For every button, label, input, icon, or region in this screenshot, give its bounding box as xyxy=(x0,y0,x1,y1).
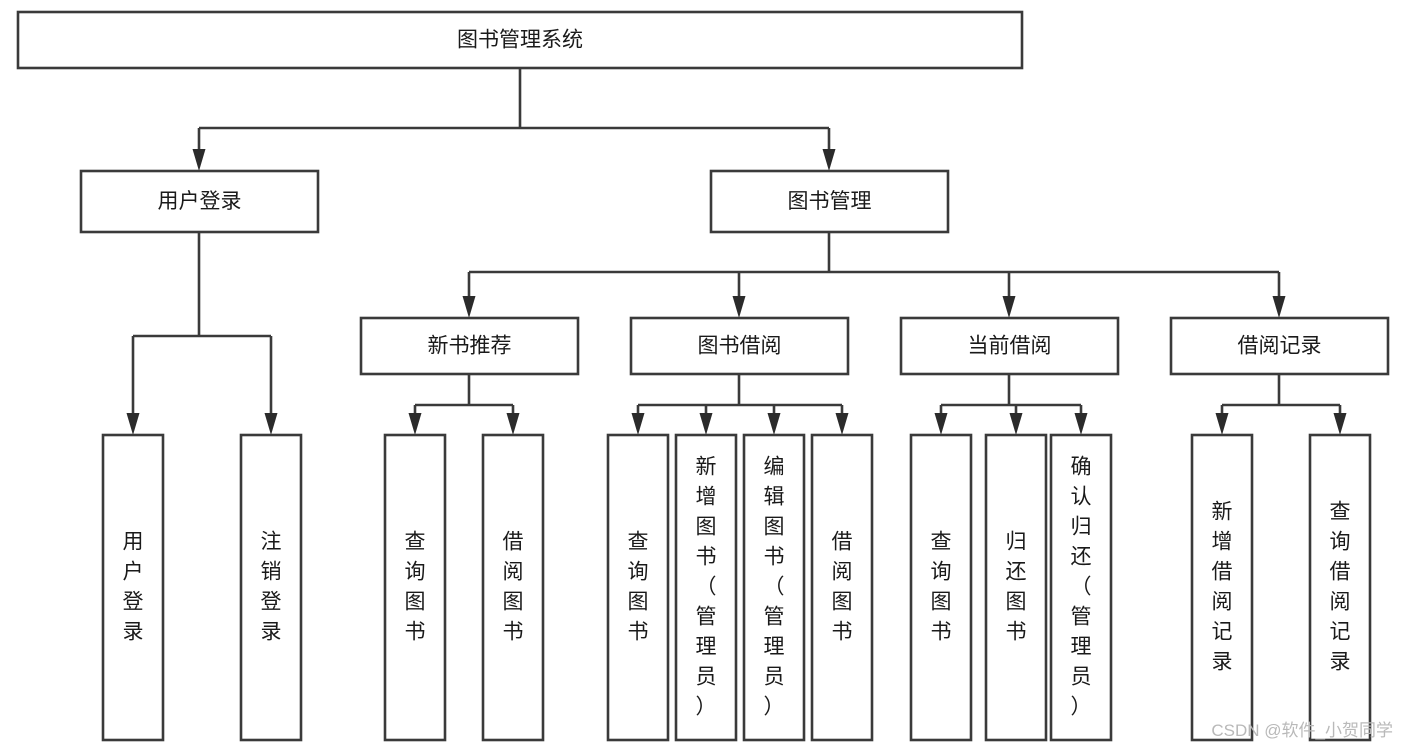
node-box-root[interactable] xyxy=(16,10,1024,70)
arrow-head-icon xyxy=(126,413,140,435)
node-leaf-add-borrow-record[interactable]: 新增借阅记录 xyxy=(1190,433,1254,742)
node-leaf-query-borrow-record[interactable]: 查询借阅记录 xyxy=(1308,433,1372,742)
node-leaf-borrow-book-rec[interactable]: 借阅图书 xyxy=(481,433,545,742)
arrow-head-icon xyxy=(732,296,746,318)
node-current-borrow[interactable]: 当前借阅 xyxy=(899,316,1120,376)
node-box-leaf-edit-book-admin[interactable] xyxy=(742,433,806,742)
node-box-leaf-borrow-book-rec[interactable] xyxy=(481,433,545,742)
node-label-new-book-recommend: 新书推荐 xyxy=(428,335,512,358)
connector-group-bookborrow-to-leaves xyxy=(631,374,849,435)
node-box-user-login[interactable] xyxy=(79,169,320,234)
node-box-current-borrow[interactable] xyxy=(899,316,1120,376)
node-label-leaf-query-book-rec: 查询图书 xyxy=(405,530,426,643)
node-leaf-user-login[interactable]: 用户登录 xyxy=(101,433,165,742)
node-label-borrow-record: 借阅记录 xyxy=(1238,335,1322,358)
arrow-head-icon xyxy=(1009,413,1023,435)
node-box-leaf-user-logout[interactable] xyxy=(239,433,303,742)
connector-group-newbook-to-leaves xyxy=(408,374,520,435)
node-label-leaf-query-book-cur: 查询图书 xyxy=(931,530,952,643)
node-label-leaf-edit-book-admin: 编辑图书（管理员） xyxy=(764,455,785,718)
node-box-new-book-recommend[interactable] xyxy=(359,316,580,376)
node-box-leaf-query-borrow-record[interactable] xyxy=(1308,433,1372,742)
node-box-leaf-borrow-book-brw[interactable] xyxy=(810,433,874,742)
node-box-leaf-query-book-rec[interactable] xyxy=(383,433,447,742)
node-box-leaf-return-book[interactable] xyxy=(984,433,1048,742)
arrow-head-icon xyxy=(192,149,206,171)
node-box-book-borrow[interactable] xyxy=(629,316,850,376)
node-book-borrow[interactable]: 图书借阅 xyxy=(629,316,850,376)
node-label-leaf-user-login: 用户登录 xyxy=(123,530,144,643)
node-label-root: 图书管理系统 xyxy=(457,29,583,52)
arrow-head-icon xyxy=(934,413,948,435)
node-leaf-user-logout[interactable]: 注销登录 xyxy=(239,433,303,742)
arrow-head-icon xyxy=(1215,413,1229,435)
node-label-leaf-query-borrow-record: 查询借阅记录 xyxy=(1330,500,1351,673)
arrow-head-icon xyxy=(822,149,836,171)
node-box-leaf-query-book-brw[interactable] xyxy=(606,433,670,742)
connector-group-currentborrow-to-leaves xyxy=(934,374,1088,435)
node-box-borrow-record[interactable] xyxy=(1169,316,1390,376)
node-leaf-add-book-admin[interactable]: 新增图书（管理员） xyxy=(674,433,738,742)
node-leaf-edit-book-admin[interactable]: 编辑图书（管理员） xyxy=(742,433,806,742)
node-leaf-return-book[interactable]: 归还图书 xyxy=(984,433,1048,742)
connector-group-root-to-level1 xyxy=(192,68,836,171)
node-label-current-borrow: 当前借阅 xyxy=(968,335,1052,358)
node-book-manage[interactable]: 图书管理 xyxy=(709,169,950,234)
node-box-leaf-confirm-return-admin[interactable] xyxy=(1049,433,1113,742)
arrow-head-icon xyxy=(462,296,476,318)
node-label-leaf-user-logout: 注销登录 xyxy=(261,530,282,643)
arrow-head-icon xyxy=(1272,296,1286,318)
connector-group-bookmanage-to-level2 xyxy=(462,232,1286,318)
arrow-head-icon xyxy=(835,413,849,435)
node-label-user-login: 用户登录 xyxy=(158,190,242,213)
node-label-leaf-borrow-book-rec: 借阅图书 xyxy=(503,530,524,643)
node-leaf-query-book-rec[interactable]: 查询图书 xyxy=(383,433,447,742)
node-box-leaf-add-borrow-record[interactable] xyxy=(1190,433,1254,742)
node-label-leaf-add-book-admin: 新增图书（管理员） xyxy=(696,455,717,718)
arrow-head-icon xyxy=(408,413,422,435)
node-label-leaf-confirm-return-admin: 确认归还（管理员） xyxy=(1071,455,1092,718)
node-user-login[interactable]: 用户登录 xyxy=(79,169,320,234)
node-label-leaf-return-book: 归还图书 xyxy=(1006,530,1027,643)
node-layer: 图书管理系统用户登录图书管理新书推荐图书借阅当前借阅借阅记录用户登录注销登录查询… xyxy=(16,10,1390,742)
arrow-head-icon xyxy=(506,413,520,435)
arrow-head-icon xyxy=(1002,296,1016,318)
connector-layer xyxy=(126,68,1347,435)
node-label-leaf-borrow-book-brw: 借阅图书 xyxy=(832,530,853,643)
node-new-book-recommend[interactable]: 新书推荐 xyxy=(359,316,580,376)
node-label-leaf-add-borrow-record: 新增借阅记录 xyxy=(1212,500,1233,673)
arrow-head-icon xyxy=(631,413,645,435)
arrow-head-icon xyxy=(264,413,278,435)
arrow-head-icon xyxy=(1333,413,1347,435)
arrow-head-icon xyxy=(1074,413,1088,435)
connector-group-userlogin-to-leaves xyxy=(126,232,278,435)
node-box-leaf-user-login[interactable] xyxy=(101,433,165,742)
arrow-head-icon xyxy=(699,413,713,435)
node-leaf-confirm-return-admin[interactable]: 确认归还（管理员） xyxy=(1049,433,1113,742)
node-label-leaf-query-book-brw: 查询图书 xyxy=(628,530,649,643)
node-leaf-query-book-brw[interactable]: 查询图书 xyxy=(606,433,670,742)
node-borrow-record[interactable]: 借阅记录 xyxy=(1169,316,1390,376)
node-leaf-borrow-book-brw[interactable]: 借阅图书 xyxy=(810,433,874,742)
arrow-head-icon xyxy=(767,413,781,435)
node-label-book-borrow: 图书借阅 xyxy=(698,335,782,358)
node-box-leaf-query-book-cur[interactable] xyxy=(909,433,973,742)
node-box-leaf-add-book-admin[interactable] xyxy=(674,433,738,742)
node-box-book-manage[interactable] xyxy=(709,169,950,234)
node-root[interactable]: 图书管理系统 xyxy=(16,10,1024,70)
connector-group-borrowrecord-to-leaves xyxy=(1215,374,1347,435)
node-label-book-manage: 图书管理 xyxy=(788,190,872,213)
node-leaf-query-book-cur[interactable]: 查询图书 xyxy=(909,433,973,742)
